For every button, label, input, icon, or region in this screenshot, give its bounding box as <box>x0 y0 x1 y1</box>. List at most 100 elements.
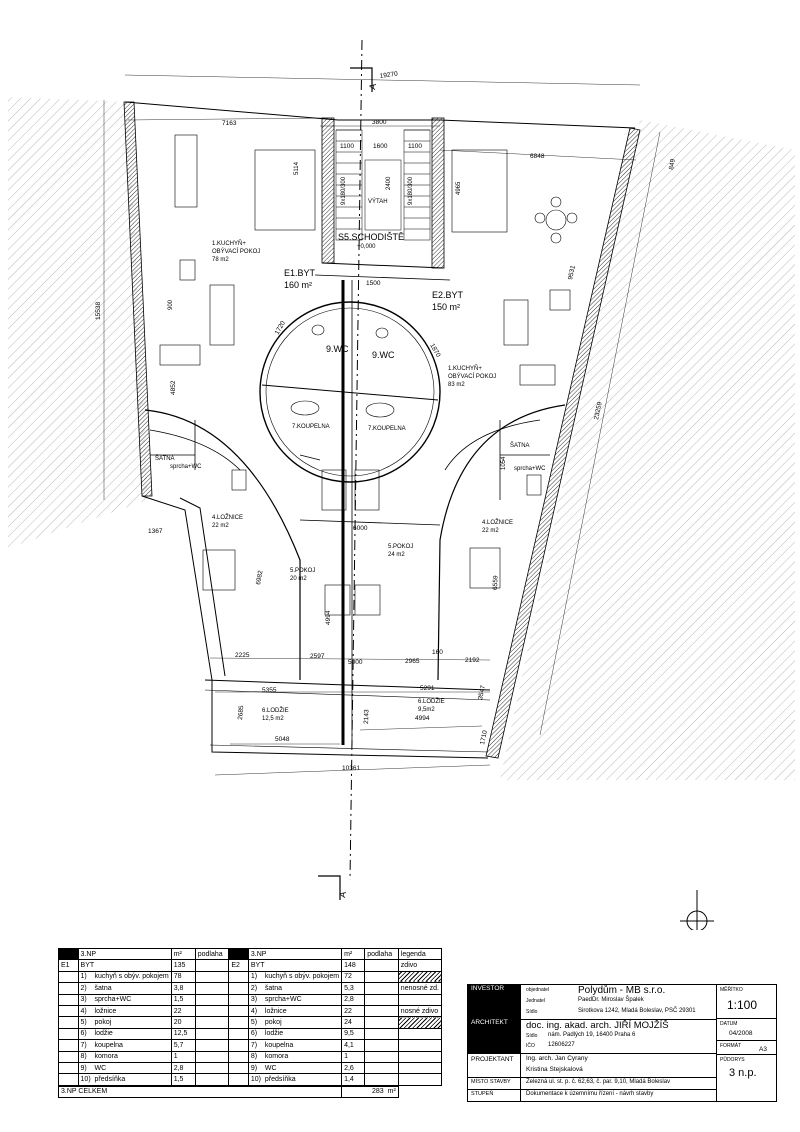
sprcha1-label: sprcha+WC <box>170 464 202 470</box>
dim-6982: 6982 <box>255 570 264 586</box>
total-label: 3.NP CELKEM <box>57 1084 343 1099</box>
misto-value: Železná ul. st. p. č. 62,63, č. par. 9,1… <box>526 1079 671 1085</box>
empty-cell <box>228 1004 249 1018</box>
room-name-left: 5)pokoj <box>77 1016 172 1029</box>
empty-cell <box>364 970 399 984</box>
empty-cell <box>58 982 79 995</box>
legend-swatch <box>397 1016 443 1029</box>
empty-cell <box>194 993 230 1006</box>
room-name-right: 8)komora <box>247 1050 343 1063</box>
empty-cell <box>194 982 230 995</box>
empty-cell <box>228 993 249 1006</box>
misto-label: MÍSTO STAVBY <box>468 1077 521 1089</box>
room-area: 1 <box>170 1050 196 1063</box>
empty-cell <box>364 1061 399 1075</box>
neighbour-right-hatch <box>500 120 795 780</box>
empty-cell <box>364 959 399 972</box>
room1-label: 5.POKOJ <box>290 568 315 574</box>
building-outline <box>123 101 641 759</box>
dim-10361: 10361 <box>342 765 360 772</box>
floor-plan-drawing: A A 19270 7163 3800 6848 849 1100 1600 1… <box>8 39 795 930</box>
room-number: 9) <box>250 1064 258 1072</box>
room-number: 1) <box>250 973 258 981</box>
podorys-cell: PŮDORYS 3 n.p. <box>716 1055 776 1101</box>
objednatel-value: Polydům - MB s.r.o. <box>578 985 666 996</box>
room-number: 2) <box>250 984 258 992</box>
sidlo2-label: Sídlo <box>526 1033 538 1039</box>
bed2-area: 22 m2 <box>482 528 499 534</box>
room-name: lodžie <box>94 1030 113 1038</box>
room-name-left: 6)lodžie <box>77 1027 172 1041</box>
apartment-e2-area: 150 m² <box>432 302 460 312</box>
dim-6559: 6559 <box>492 575 500 590</box>
bed2-label: 4.LOŽNICE <box>482 518 513 526</box>
room-name: koupelna <box>264 1041 294 1049</box>
room-area: 5,7 <box>170 1039 196 1052</box>
room-area: 78 <box>170 970 196 984</box>
room-name-left: 1)kuchyň s obýv. pokojem <box>77 970 172 984</box>
room-name-right: 4) ložnice <box>247 1004 343 1018</box>
room-number: 4) <box>250 1007 258 1015</box>
room-area: 3,8 <box>170 982 196 995</box>
room-number: 5) <box>250 1019 258 1027</box>
empty-cell <box>194 959 230 972</box>
room-name-right: 5)pokoj <box>247 1016 343 1029</box>
empty-cell <box>364 1039 399 1052</box>
stupen-value: Dokumentace k územnímu řízení - návrh st… <box>526 1091 654 1097</box>
room-name-right: 10)předsíňka <box>247 1073 343 1087</box>
empty-cell <box>228 1039 249 1052</box>
ico-value: 12606227 <box>548 1042 575 1048</box>
room-name: ložnice <box>264 1007 287 1015</box>
dim-2225: 2225 <box>235 652 250 659</box>
dim-1710: 1710 <box>479 729 489 745</box>
apartment-e1-label: E1.BYT <box>284 268 316 278</box>
room-number: 3) <box>80 996 87 1004</box>
empty-cell <box>228 970 249 984</box>
room-name-right: 9)WC <box>247 1061 343 1075</box>
room-name-left: 4)ložnice <box>77 1004 172 1018</box>
room-name-left: 7)koupelna <box>77 1039 172 1052</box>
section-marker-bottom <box>318 875 341 900</box>
room-number: 10) <box>250 1075 262 1083</box>
loggia2-label: 6.LODŽIE <box>418 697 445 705</box>
room-area: 20 <box>170 1016 196 1029</box>
room2-label: 5.POKOJ <box>388 544 413 550</box>
empty-cell <box>58 1016 79 1029</box>
sprcha2-label: sprcha+WC <box>514 466 546 472</box>
podorys-label: PŮDORYS <box>720 1057 745 1063</box>
dim-6000: 6000 <box>353 525 368 532</box>
dim-5114: 5114 <box>294 161 300 175</box>
empty-cell <box>397 1061 443 1075</box>
satna2-label: ŠATNA <box>510 442 530 449</box>
dimension-lines <box>103 74 661 776</box>
jednatel-value: PaedDr. Miroslav Špalek <box>578 997 644 1003</box>
room-name: předsíňka <box>264 1075 296 1083</box>
empty-cell <box>364 993 399 1006</box>
investor-label: INVESTOR <box>468 985 521 1019</box>
stair-level-label: +0,000 <box>357 244 376 250</box>
legend-item: nenosné zd. <box>397 982 443 995</box>
room-area: 5,3 <box>341 982 366 995</box>
dim-6848: 6848 <box>530 153 545 160</box>
objednatel-label: objednatel <box>526 987 550 993</box>
room-name-right: 7)koupelna <box>247 1039 343 1052</box>
sidlo-label: Sídlo <box>526 1009 538 1015</box>
room2-area: 24 m2 <box>388 552 405 558</box>
section-letter-top: A <box>367 83 378 91</box>
room-number: 8) <box>250 1053 258 1061</box>
room-area: 1,4 <box>341 1073 366 1087</box>
jednatel-label: Jednatel <box>526 998 545 1004</box>
dim-5291: 5291 <box>420 685 435 692</box>
total-unit: m² <box>387 1088 396 1096</box>
header-dark-cell-right <box>228 947 249 961</box>
orientation-cross-icon <box>680 890 714 930</box>
empty-cell <box>364 1073 399 1087</box>
room-name-left: 2)šatna <box>77 982 172 995</box>
